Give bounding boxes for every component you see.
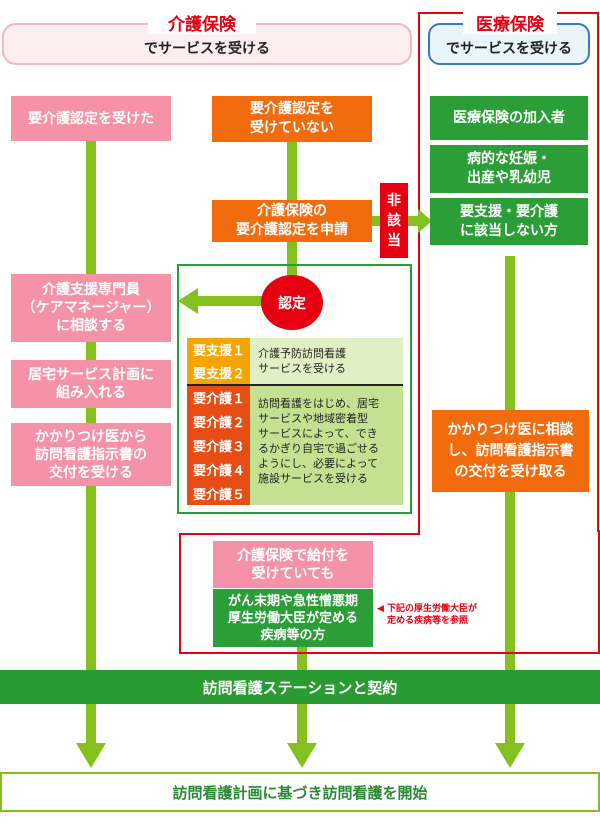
level-divider xyxy=(187,384,403,386)
kakaritsuke-left-line1: かかりつけ医から xyxy=(34,428,148,445)
plan-line1: 居宅サービス計画に xyxy=(28,367,154,383)
flow-line-kaigo-center-top xyxy=(287,140,297,200)
note-line2: 定める疾病等を参照 xyxy=(387,616,469,626)
nintei-uketa-text: 要介護認定を受けた xyxy=(28,110,154,127)
kaigo-detail-frame xyxy=(177,264,412,514)
iryo-header-title: 医療保険 xyxy=(463,10,557,35)
shien-desc-line1: 介護予防訪問看護 xyxy=(258,347,346,360)
kakaritsuke-left-line2: 訪問看護指示書の xyxy=(35,446,147,463)
kyufu-box: 介護保険で給付を 受けていても xyxy=(213,541,373,588)
kaigo-desc-line4: るかぎり自宅で過ごせる xyxy=(258,442,379,455)
gan-line1: がん末期や急性憎悪期 xyxy=(227,593,358,609)
not-applicable-line2: に該当しない方 xyxy=(460,222,558,239)
apply-line2: 要介護認定を申請 xyxy=(236,222,348,238)
kaigo-desc-line2: サービスや地域密着型 xyxy=(258,412,368,425)
start-text: 訪問看護計画に基づき訪問看護を開始 xyxy=(172,783,428,802)
shien-level-list: 要支援１ 要支援２ xyxy=(187,338,250,384)
not-applicable-line1: 要支援・要介護 xyxy=(460,203,558,220)
kakaritsuke-box-left: かかりつけ医から 訪問看護指示書の 交付を受ける xyxy=(11,423,171,486)
plan-line2: 組み入れる xyxy=(56,385,126,401)
note-text: 下記の厚生労働大臣が 定める疾病等を参照 xyxy=(387,603,507,627)
contract-text: 訪問看護ステーションと契約 xyxy=(202,678,398,697)
kaigo-header-subtitle: でサービスを受ける xyxy=(144,41,270,57)
gan-line3: 疾病等の方 xyxy=(260,627,326,643)
caremanager-line1: 介護支援専門員 xyxy=(42,282,140,298)
not-nintei-line1: 要介護認定を xyxy=(250,101,334,117)
kaigo-desc-box: 訪問看護をはじめ、居宅 サービスや地域密着型 サービスによって、でき るかぎり自… xyxy=(250,386,403,505)
caremanager-line2: （ケアマネージャー） xyxy=(21,300,161,316)
gan-line2: 厚生労働大臣が定める xyxy=(227,610,358,626)
kakaritsuke-right-line3: の交付を受け取る xyxy=(454,463,567,480)
pregnancy-line2: 出産や乳幼児 xyxy=(467,170,551,186)
shien-level-2: 要支援２ xyxy=(193,367,246,382)
hi-gaitou-badge: 非 該 当 xyxy=(380,183,408,258)
hi-gaitou-char1: 非 xyxy=(387,192,401,209)
shien-desc-line2: サービスを受ける xyxy=(258,362,346,375)
shien-level-1: 要支援１ xyxy=(193,344,246,359)
hi-gaitou-char2: 該 xyxy=(387,212,401,229)
kaigo-level-5: 要介護５ xyxy=(193,487,246,503)
kaigo-level-list: 要介護１ 要介護２ 要介護３ 要介護４ 要介護５ xyxy=(187,386,250,505)
shien-desc-box: 介護予防訪問看護 サービスを受ける xyxy=(250,338,403,384)
caremanager-line3: に相談する xyxy=(56,318,126,334)
start-bar: 訪問看護計画に基づき訪問看護を開始 xyxy=(0,772,600,812)
flow-line-iryo xyxy=(505,256,515,746)
kakaritsuke-right-line1: かかりつけ医に相談 xyxy=(447,421,574,438)
note-marker: ◀ xyxy=(377,604,384,614)
caremanager-box: 介護支援専門員 （ケアマネージャー） に相談する xyxy=(11,274,171,342)
kyufu-line1: 介護保険で給付を xyxy=(237,547,349,564)
kakaritsuke-left-line3: 交付を受ける xyxy=(49,464,133,481)
kaigo-level-3: 要介護３ xyxy=(193,439,246,455)
iryo-member-box: 医療保険の加入者 xyxy=(430,96,588,140)
hi-gaitou-char3: 当 xyxy=(387,232,401,249)
kaigo-desc-line1: 訪問看護をはじめ、居宅 xyxy=(258,397,379,410)
pregnancy-box: 病的な妊娠・ 出産や乳幼児 xyxy=(430,145,588,193)
iryo-header-subtitle: でサービスを受ける xyxy=(446,41,572,57)
kaigo-level-1: 要介護１ xyxy=(193,392,246,408)
kaigo-desc-line3: サービスによって、でき xyxy=(258,427,378,440)
nintei-label: 認定 xyxy=(278,295,306,312)
apply-line1: 介護保険の xyxy=(257,203,327,219)
plan-box: 居宅サービス計画に 組み入れる xyxy=(11,360,171,408)
kakaritsuke-right-line2: し、訪問看護指示書 xyxy=(447,442,574,459)
nintei-uketa-box: 要介護認定を受けた xyxy=(11,96,171,141)
nintei-circle: 認定 xyxy=(261,275,323,330)
not-nintei-box: 要介護認定を 受けていない xyxy=(212,96,372,142)
kaigo-level-2: 要介護２ xyxy=(193,416,246,432)
kaigo-desc-line6: 施設サービスを受ける xyxy=(258,472,368,485)
kaigo-level-4: 要介護４ xyxy=(193,463,246,479)
apply-box: 介護保険の 要介護認定を申請 xyxy=(212,200,372,242)
gan-box: がん末期や急性憎悪期 厚生労働大臣が定める 疾病等の方 xyxy=(213,589,373,647)
flow-line-kaigo-center-mid xyxy=(287,242,297,277)
kaigo-header-title: 介護保険 xyxy=(148,10,256,35)
note-line1: 下記の厚生労働大臣が xyxy=(387,604,478,614)
pregnancy-line1: 病的な妊娠・ xyxy=(467,151,551,167)
contract-bar: 訪問看護ステーションと契約 xyxy=(0,670,600,704)
not-nintei-line2: 受けていない xyxy=(250,120,334,136)
not-applicable-box: 要支援・要介護 に該当しない方 xyxy=(430,198,588,245)
iryo-member-text: 医療保険の加入者 xyxy=(453,109,565,126)
kyufu-line2: 受けていても xyxy=(251,565,335,582)
kakaritsuke-box-right: かかりつけ医に相談 し、訪問看護指示書 の交付を受け取る xyxy=(432,410,589,492)
kaigo-desc-line5: ようにし、必要によって xyxy=(258,457,379,470)
